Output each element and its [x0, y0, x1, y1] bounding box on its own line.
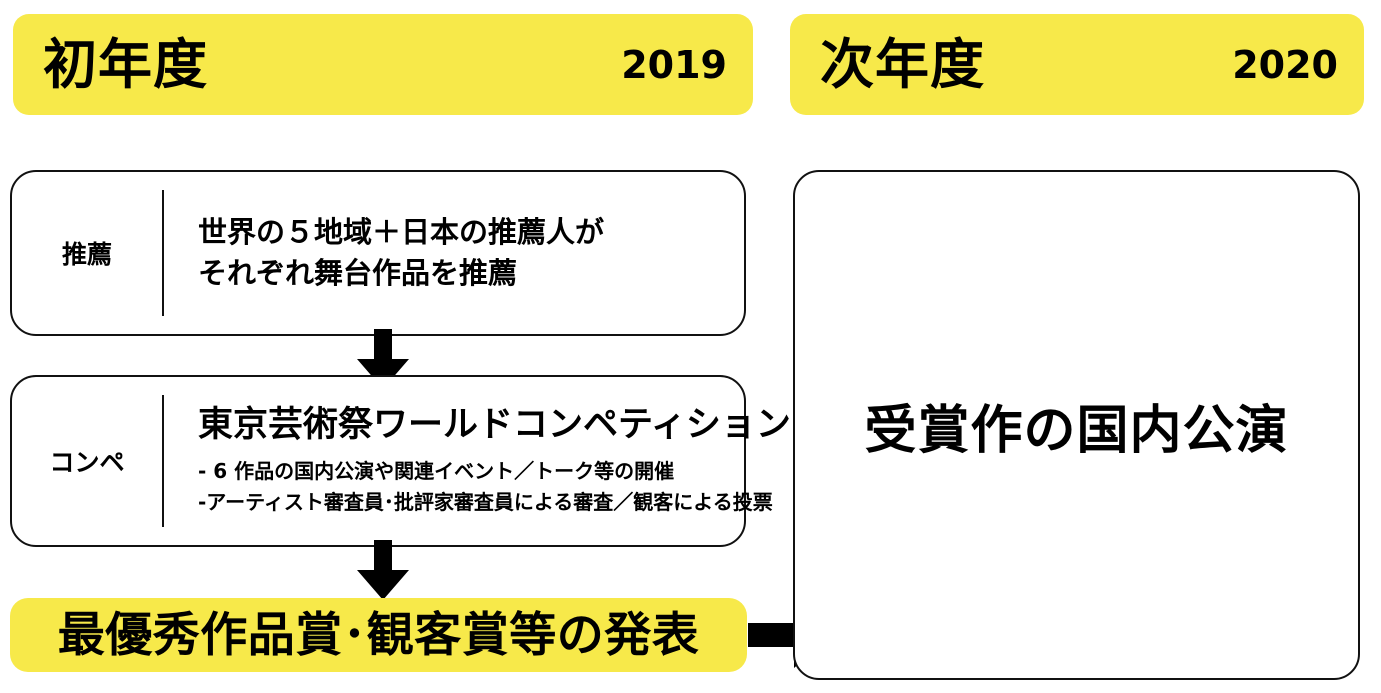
arrow-down-icon: [348, 540, 418, 602]
stage-competition-inner: コンペ 東京芸術祭ワールドコンペティション - 6 作品の国内公演や関連イベント…: [12, 377, 791, 545]
stage-competition-tag: コンペ: [49, 448, 125, 477]
year-header-next: 次年度 2020: [790, 14, 1364, 115]
year-header-first-title: 初年度: [43, 32, 208, 96]
stage-domestic-tour-text: 受賞作の国内公演: [864, 400, 1289, 461]
stage-box-recommendation: 推薦 世界の５地域＋日本の推薦人が それぞれ舞台作品を推薦: [10, 170, 746, 336]
stage-box-competition: コンペ 東京芸術祭ワールドコンペティション - 6 作品の国内公演や関連イベント…: [10, 375, 791, 547]
stage-recommendation-inner: 推薦 世界の５地域＋日本の推薦人が それぞれ舞台作品を推薦: [12, 172, 744, 334]
stage-competition-body: 東京芸術祭ワールドコンペティション - 6 作品の国内公演や関連イベント／トーク…: [164, 404, 805, 519]
year-header-first-year: 2019: [621, 42, 727, 87]
stage-recommendation-body: 世界の５地域＋日本の推薦人が それぞれ舞台作品を推薦: [164, 212, 744, 294]
stage-recommendation-line-1: 世界の５地域＋日本の推薦人が: [198, 214, 605, 249]
stage-recommendation-divider: [162, 190, 164, 316]
stage-recommendation-line-2: それぞれ舞台作品を推薦: [198, 256, 518, 290]
year-header-next-year: 2020: [1232, 42, 1338, 87]
result-announcement-text: 最優秀作品賞･観客賞等の発表: [57, 607, 700, 663]
stage-box-domestic-tour: 受賞作の国内公演: [793, 170, 1360, 680]
arrow-down-icon: [348, 329, 418, 391]
stage-competition-bullet-1: - 6 作品の国内公演や関連イベント／トーク等の開催: [198, 459, 675, 484]
stage-recommendation-tag: 推薦: [61, 240, 112, 269]
result-announcement-banner: 最優秀作品賞･観客賞等の発表: [10, 598, 747, 672]
year-header-next-title: 次年度: [820, 32, 985, 96]
stage-competition-heading: 東京芸術祭ワールドコンペティション: [198, 404, 791, 445]
year-header-first: 初年度 2019: [13, 14, 753, 115]
stage-competition-bullet-2: -アーティスト審査員･批評家審査員による審査／観客による投票: [198, 490, 773, 515]
stage-competition-divider: [162, 395, 164, 527]
